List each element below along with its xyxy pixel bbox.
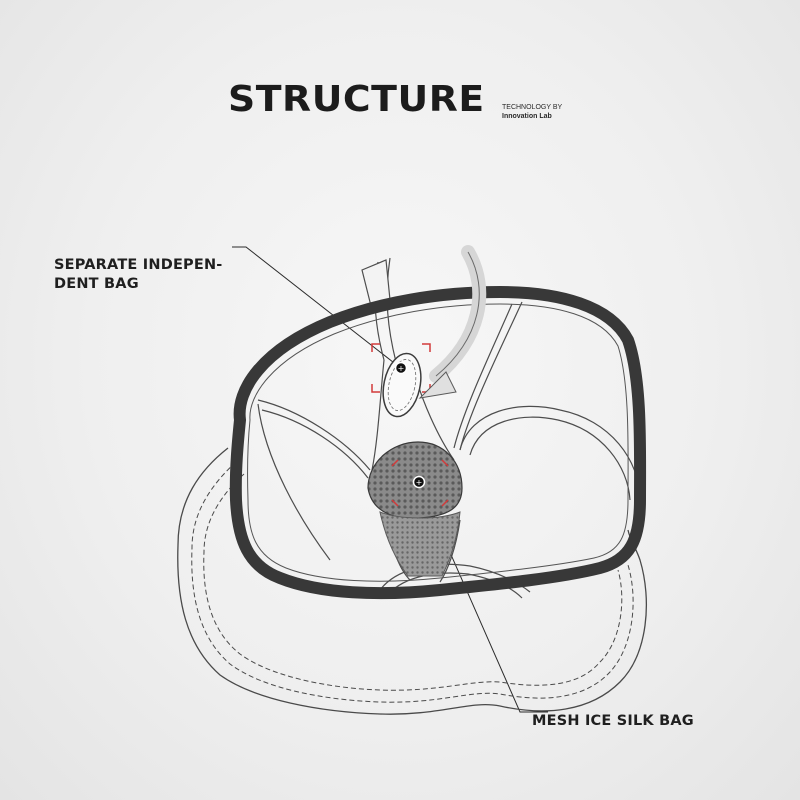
garment-inner (257, 257, 641, 599)
waistband-inner-edge (247, 303, 629, 582)
mesh-bag-marker-dot (412, 475, 426, 489)
callout-separate-bag-line1: SEPARATE INDEPEN- (54, 257, 223, 273)
lower-body-outline (177, 447, 648, 715)
garment-lower-body (177, 447, 648, 715)
callout-separate-bag: SEPARATE INDEPEN- DENT BAG (54, 256, 274, 294)
curved-arrow-icon (418, 245, 487, 399)
waistband-band (229, 286, 647, 600)
technology-credit: TECHNOLOGY BY Innovation Lab (502, 103, 562, 121)
back-center-seam-2 (386, 257, 397, 363)
left-leg-curve (257, 403, 331, 561)
separate-bag-shape (382, 352, 422, 418)
mesh-bag-lower (379, 511, 461, 577)
right-cup-outline (459, 405, 641, 501)
inner-pouch-lower-2 (439, 519, 461, 583)
bottom-curve-2 (384, 572, 523, 599)
diagram-title: STRUCTURE (228, 79, 485, 120)
mesh-plus-icon: + (416, 478, 423, 487)
separate-bag-stitch (387, 359, 417, 411)
front-panel-left-2 (261, 409, 369, 479)
mesh-bag: + (367, 441, 463, 577)
callout-separate-bag-line2: DENT BAG (54, 276, 139, 292)
callout-mesh-bag: MESH ICE SILK BAG (532, 713, 694, 729)
technology-by-label: TECHNOLOGY BY (502, 104, 563, 111)
waistband (229, 286, 647, 600)
inner-pouch-left (371, 359, 385, 471)
plus-icon: + (398, 364, 405, 373)
separate-bag-marker-dot (394, 361, 408, 375)
right-cup-inner (469, 416, 631, 501)
front-panel-right-2 (453, 303, 513, 449)
front-panel-right (459, 301, 523, 451)
mesh-bag-marker-brackets (391, 459, 449, 507)
front-panel-left (257, 399, 371, 471)
leader-line-mesh-bag (419, 483, 548, 713)
lower-body-stitch-1 (191, 461, 634, 703)
innovation-lab-label: Innovation Lab (502, 113, 552, 120)
leader-lines (232, 246, 548, 713)
leader-line-separate-bag (232, 246, 399, 367)
separate-bag: + (371, 343, 431, 418)
